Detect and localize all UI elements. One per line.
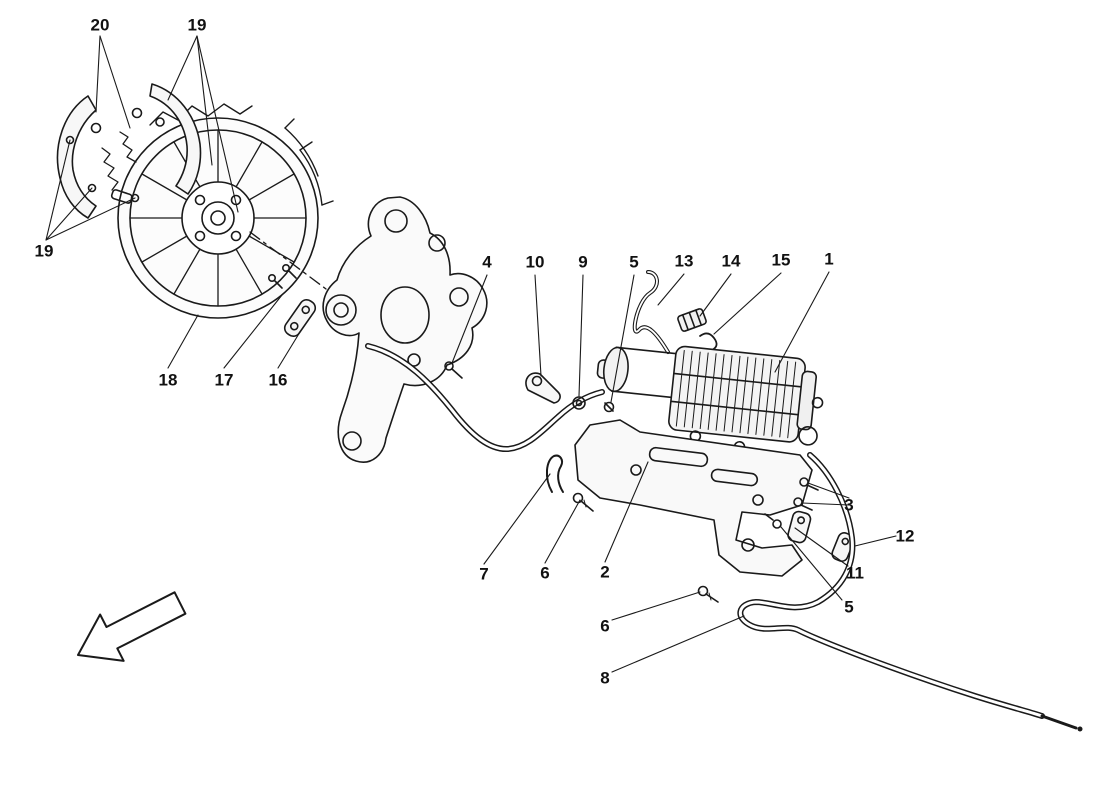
callout-5-bottom: 5 [844,597,854,617]
callout-12: 12 [895,526,915,546]
callout-20: 20 [90,15,110,35]
brake-shoes [56,83,202,219]
fasteners-16-17 [267,263,317,338]
callout-18: 18 [158,370,178,390]
callout-19-top: 19 [187,15,207,35]
callout-2: 2 [600,562,610,582]
callout-5-top: 5 [629,252,639,272]
callout-10: 10 [525,252,545,272]
actuator-unit [596,345,824,453]
callout-17: 17 [214,370,234,390]
callout-6-left: 6 [540,563,550,583]
callout-8: 8 [600,668,610,688]
rear-cable [737,452,1083,732]
callout-14: 14 [721,251,741,271]
callout-11: 11 [846,563,864,583]
callout-6-bottom: 6 [600,616,610,636]
callout-1: 1 [824,249,834,269]
callout-19-left: 19 [34,241,54,261]
callout-13: 13 [674,251,694,271]
callout-9: 9 [578,252,588,272]
wheel-knuckle [322,196,488,463]
wiring-harness [632,270,718,354]
front-cable [365,343,615,453]
callout-15: 15 [771,250,791,270]
callout-4: 4 [482,252,492,272]
mounting-bracket [574,419,855,603]
callout-16: 16 [268,370,288,390]
leader-lines [45,35,897,673]
callout-3: 3 [844,495,854,515]
assembly-axis [249,231,339,299]
direction-arrow-icon [77,591,187,662]
backing-plate [117,103,334,319]
callout-7: 7 [479,564,489,584]
